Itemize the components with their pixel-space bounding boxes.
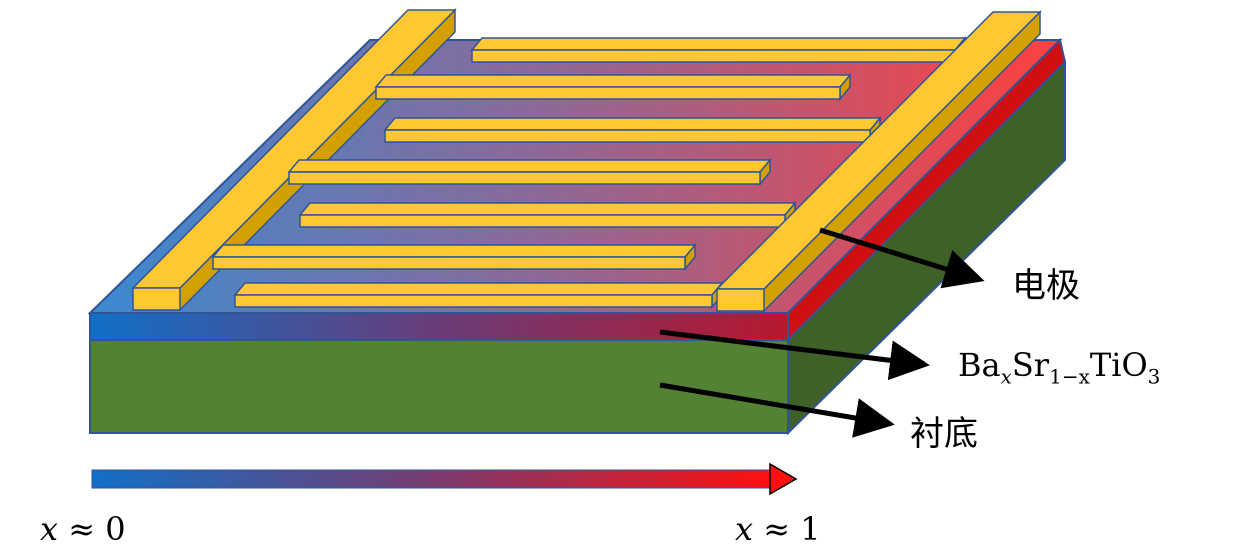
- right-bus-bar-front: [716, 288, 765, 312]
- left-bus-bar-front: [132, 287, 181, 311]
- substrate-label: 衬底: [910, 414, 978, 454]
- electrode-finger-top-3: [383, 117, 882, 131]
- electrode-arrow: [819, 227, 985, 289]
- electrode-finger-top-6: [211, 244, 697, 258]
- electrode-finger-top-2: [374, 74, 852, 88]
- electrode-finger-top-5: [298, 202, 797, 216]
- electrode-finger-top-7: [233, 282, 724, 296]
- film-label: BaxSr1−xTiO3: [958, 346, 1161, 389]
- electrode-finger-top-4: [287, 159, 772, 173]
- substrate-arrow: [659, 382, 895, 438]
- composition-gradient-arrow: [91, 462, 798, 496]
- electrode-finger-top-1: [470, 37, 967, 51]
- x-approx-1-label: x ≈ 1: [735, 510, 821, 548]
- electrode-finger-front-7: [234, 294, 713, 308]
- x-approx-0-label: x ≈ 0: [40, 510, 126, 548]
- electrode-finger-front-3: [384, 129, 871, 143]
- film-arrow: [659, 329, 930, 381]
- electrode-finger-front-2: [375, 86, 841, 100]
- pointer-arrows: [659, 227, 985, 438]
- electrode-finger-front-4: [288, 171, 761, 185]
- electrode-finger-front-5: [299, 214, 786, 228]
- arrowhead: [769, 462, 798, 496]
- electrode-finger-front-1: [471, 49, 956, 63]
- electrode-finger-front-6: [212, 256, 686, 270]
- electrodes: [131, 8, 1042, 313]
- electrode-label: 电极: [1012, 266, 1080, 306]
